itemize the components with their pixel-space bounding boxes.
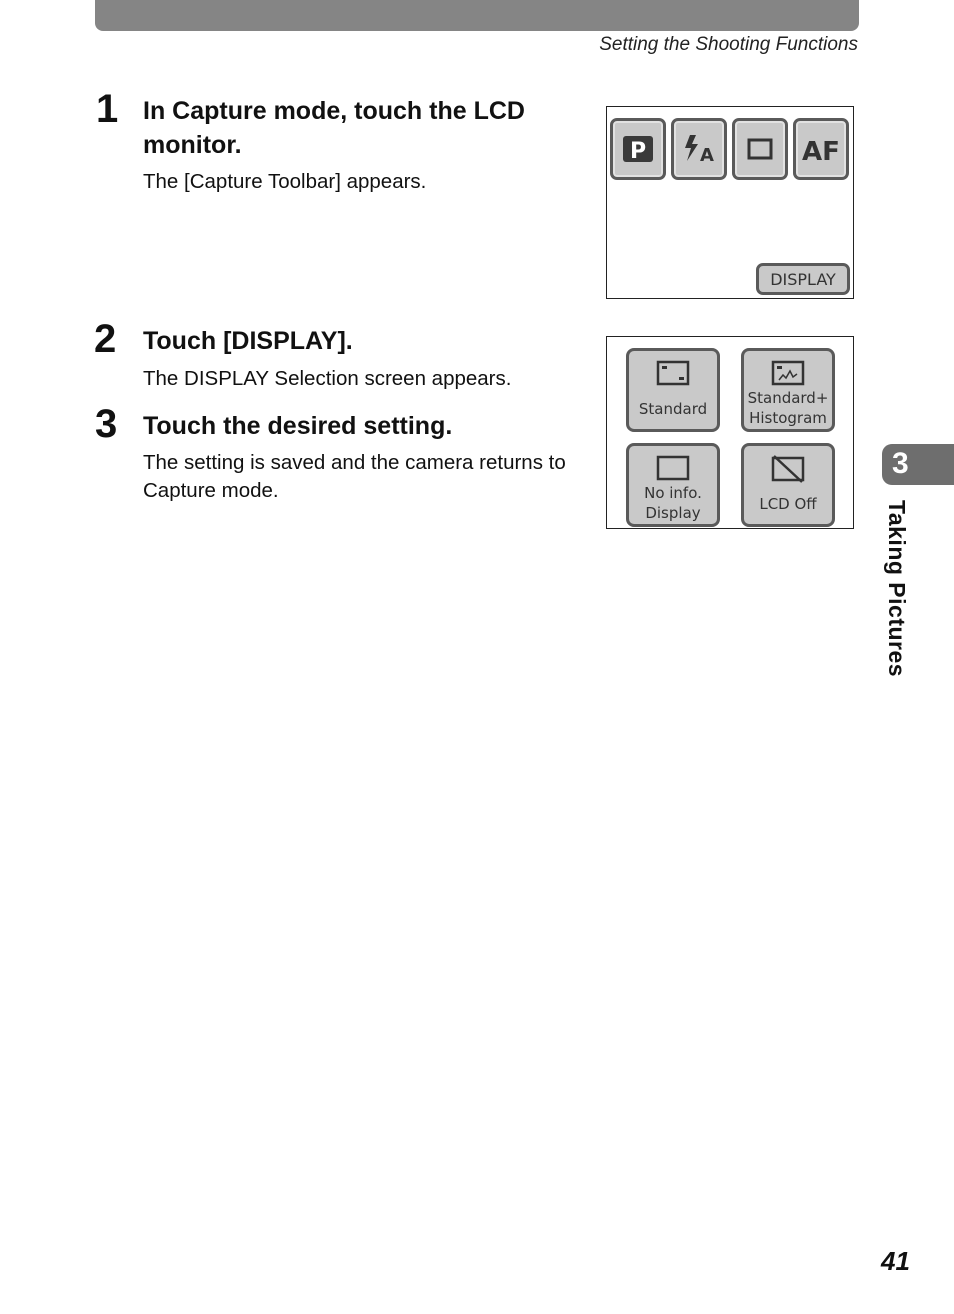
page-number: 41 — [881, 1246, 910, 1276]
chapter-title: Taking Pictures — [884, 500, 910, 678]
lcd-off-option-button[interactable]: LCD Off — [741, 443, 835, 527]
no-info-option-button[interactable]: No info. Display — [626, 443, 720, 527]
display-button[interactable]: DISPLAY — [756, 263, 850, 295]
no-info-display-icon — [656, 455, 690, 481]
capture-toolbar-screen: P A AF DISPLAY — [606, 106, 854, 299]
chapter-number: 3 — [892, 447, 909, 480]
step-3-body: The setting is saved and the camera retu… — [143, 451, 566, 502]
svg-text:AF: AF — [802, 137, 840, 164]
step-2-title: Touch [DISPLAY]. — [143, 327, 353, 355]
single-frame-icon — [747, 138, 773, 160]
step-1-number: 1 — [96, 87, 119, 131]
histogram-option-button[interactable]: Standard+ Histogram — [741, 348, 835, 432]
option-label: No info. Display — [644, 484, 702, 522]
standard-option-button[interactable]: Standard — [626, 348, 720, 432]
histogram-display-icon — [771, 360, 805, 386]
program-mode-button[interactable]: P — [610, 118, 666, 180]
step-2-number: 2 — [94, 317, 117, 361]
standard-display-icon — [656, 360, 690, 386]
autofocus-icon: AF — [802, 137, 840, 164]
option-label: Standard+ Histogram — [747, 389, 829, 427]
flash-auto-icon: A — [685, 135, 714, 165]
chapter-tab: 3 — [882, 444, 954, 485]
program-mode-icon: P — [623, 136, 653, 163]
section-title: Setting the Shooting Functions — [599, 34, 858, 55]
svg-text:A: A — [700, 145, 714, 165]
svg-text:P: P — [630, 139, 646, 163]
drive-mode-button[interactable] — [732, 118, 788, 180]
flash-mode-button[interactable]: A — [671, 118, 727, 180]
lcd-off-icon — [771, 455, 805, 483]
display-selection-screen: Standard Standard+ Histogram No info. Di… — [606, 336, 854, 529]
focus-mode-button[interactable]: AF — [793, 118, 849, 180]
header-bar — [95, 0, 859, 31]
step-3-number: 3 — [95, 402, 118, 446]
step-2-body: The DISPLAY Selection screen appears. — [143, 367, 512, 390]
step-1-body: The [Capture Toolbar] appears. — [143, 170, 427, 193]
option-label: Standard — [638, 400, 708, 418]
step-3-title: Touch the desired setting. — [143, 412, 453, 440]
option-label: LCD Off — [759, 495, 817, 513]
step-1-title: In Capture mode, touch the LCD monitor. — [143, 97, 525, 159]
